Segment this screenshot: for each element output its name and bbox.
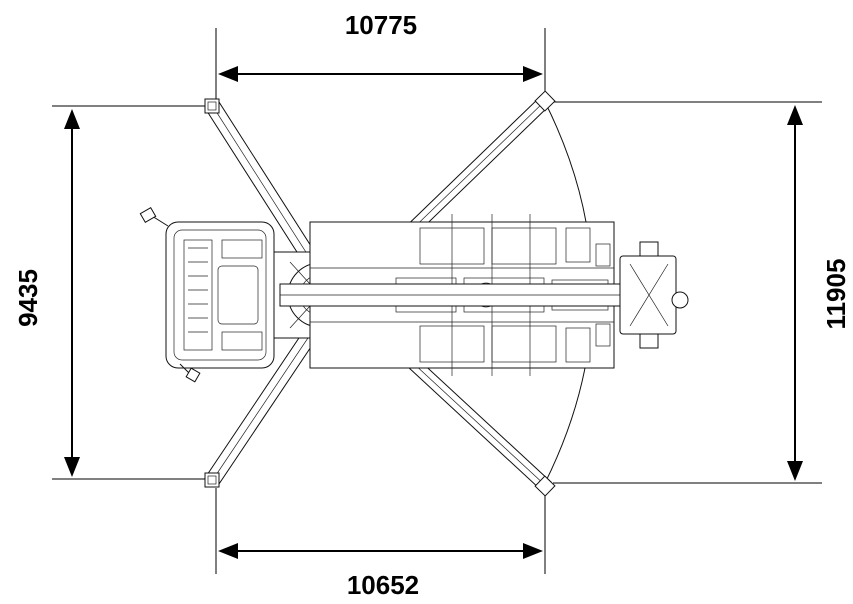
top-right-arrowhead	[523, 66, 543, 82]
right-height-dimension: 11905	[553, 101, 851, 484]
boom	[279, 283, 627, 307]
outrigger-pad-front-left	[204, 98, 220, 114]
crane-body	[139, 206, 689, 383]
bottom-width-dimension: 10652	[215, 488, 546, 600]
bottom-left-arrowhead	[218, 543, 238, 559]
side-mirror-left	[139, 206, 169, 227]
right-height-label: 11905	[821, 259, 851, 330]
left-height-label: 9435	[13, 269, 43, 327]
hook-rest	[619, 241, 689, 349]
bottom-width-label: 10652	[347, 570, 419, 600]
top-left-arrowhead	[218, 66, 238, 82]
side-mirror-right	[179, 363, 201, 383]
outrigger-pad-rear-right	[534, 475, 556, 497]
cab	[165, 221, 275, 369]
left-bottom-arrowhead	[64, 457, 80, 477]
outrigger-pad-rear-left	[204, 472, 220, 488]
outrigger-front-right	[393, 90, 556, 247]
left-top-arrowhead	[64, 109, 80, 129]
left-height-dimension: 9435	[13, 105, 212, 480]
top-width-dimension: 10775	[215, 10, 546, 104]
right-top-arrowhead	[787, 105, 803, 125]
top-width-label: 10775	[345, 10, 417, 40]
right-bottom-arrowhead	[787, 461, 803, 481]
bottom-right-arrowhead	[523, 543, 543, 559]
outrigger-pad-front-right	[534, 90, 556, 112]
